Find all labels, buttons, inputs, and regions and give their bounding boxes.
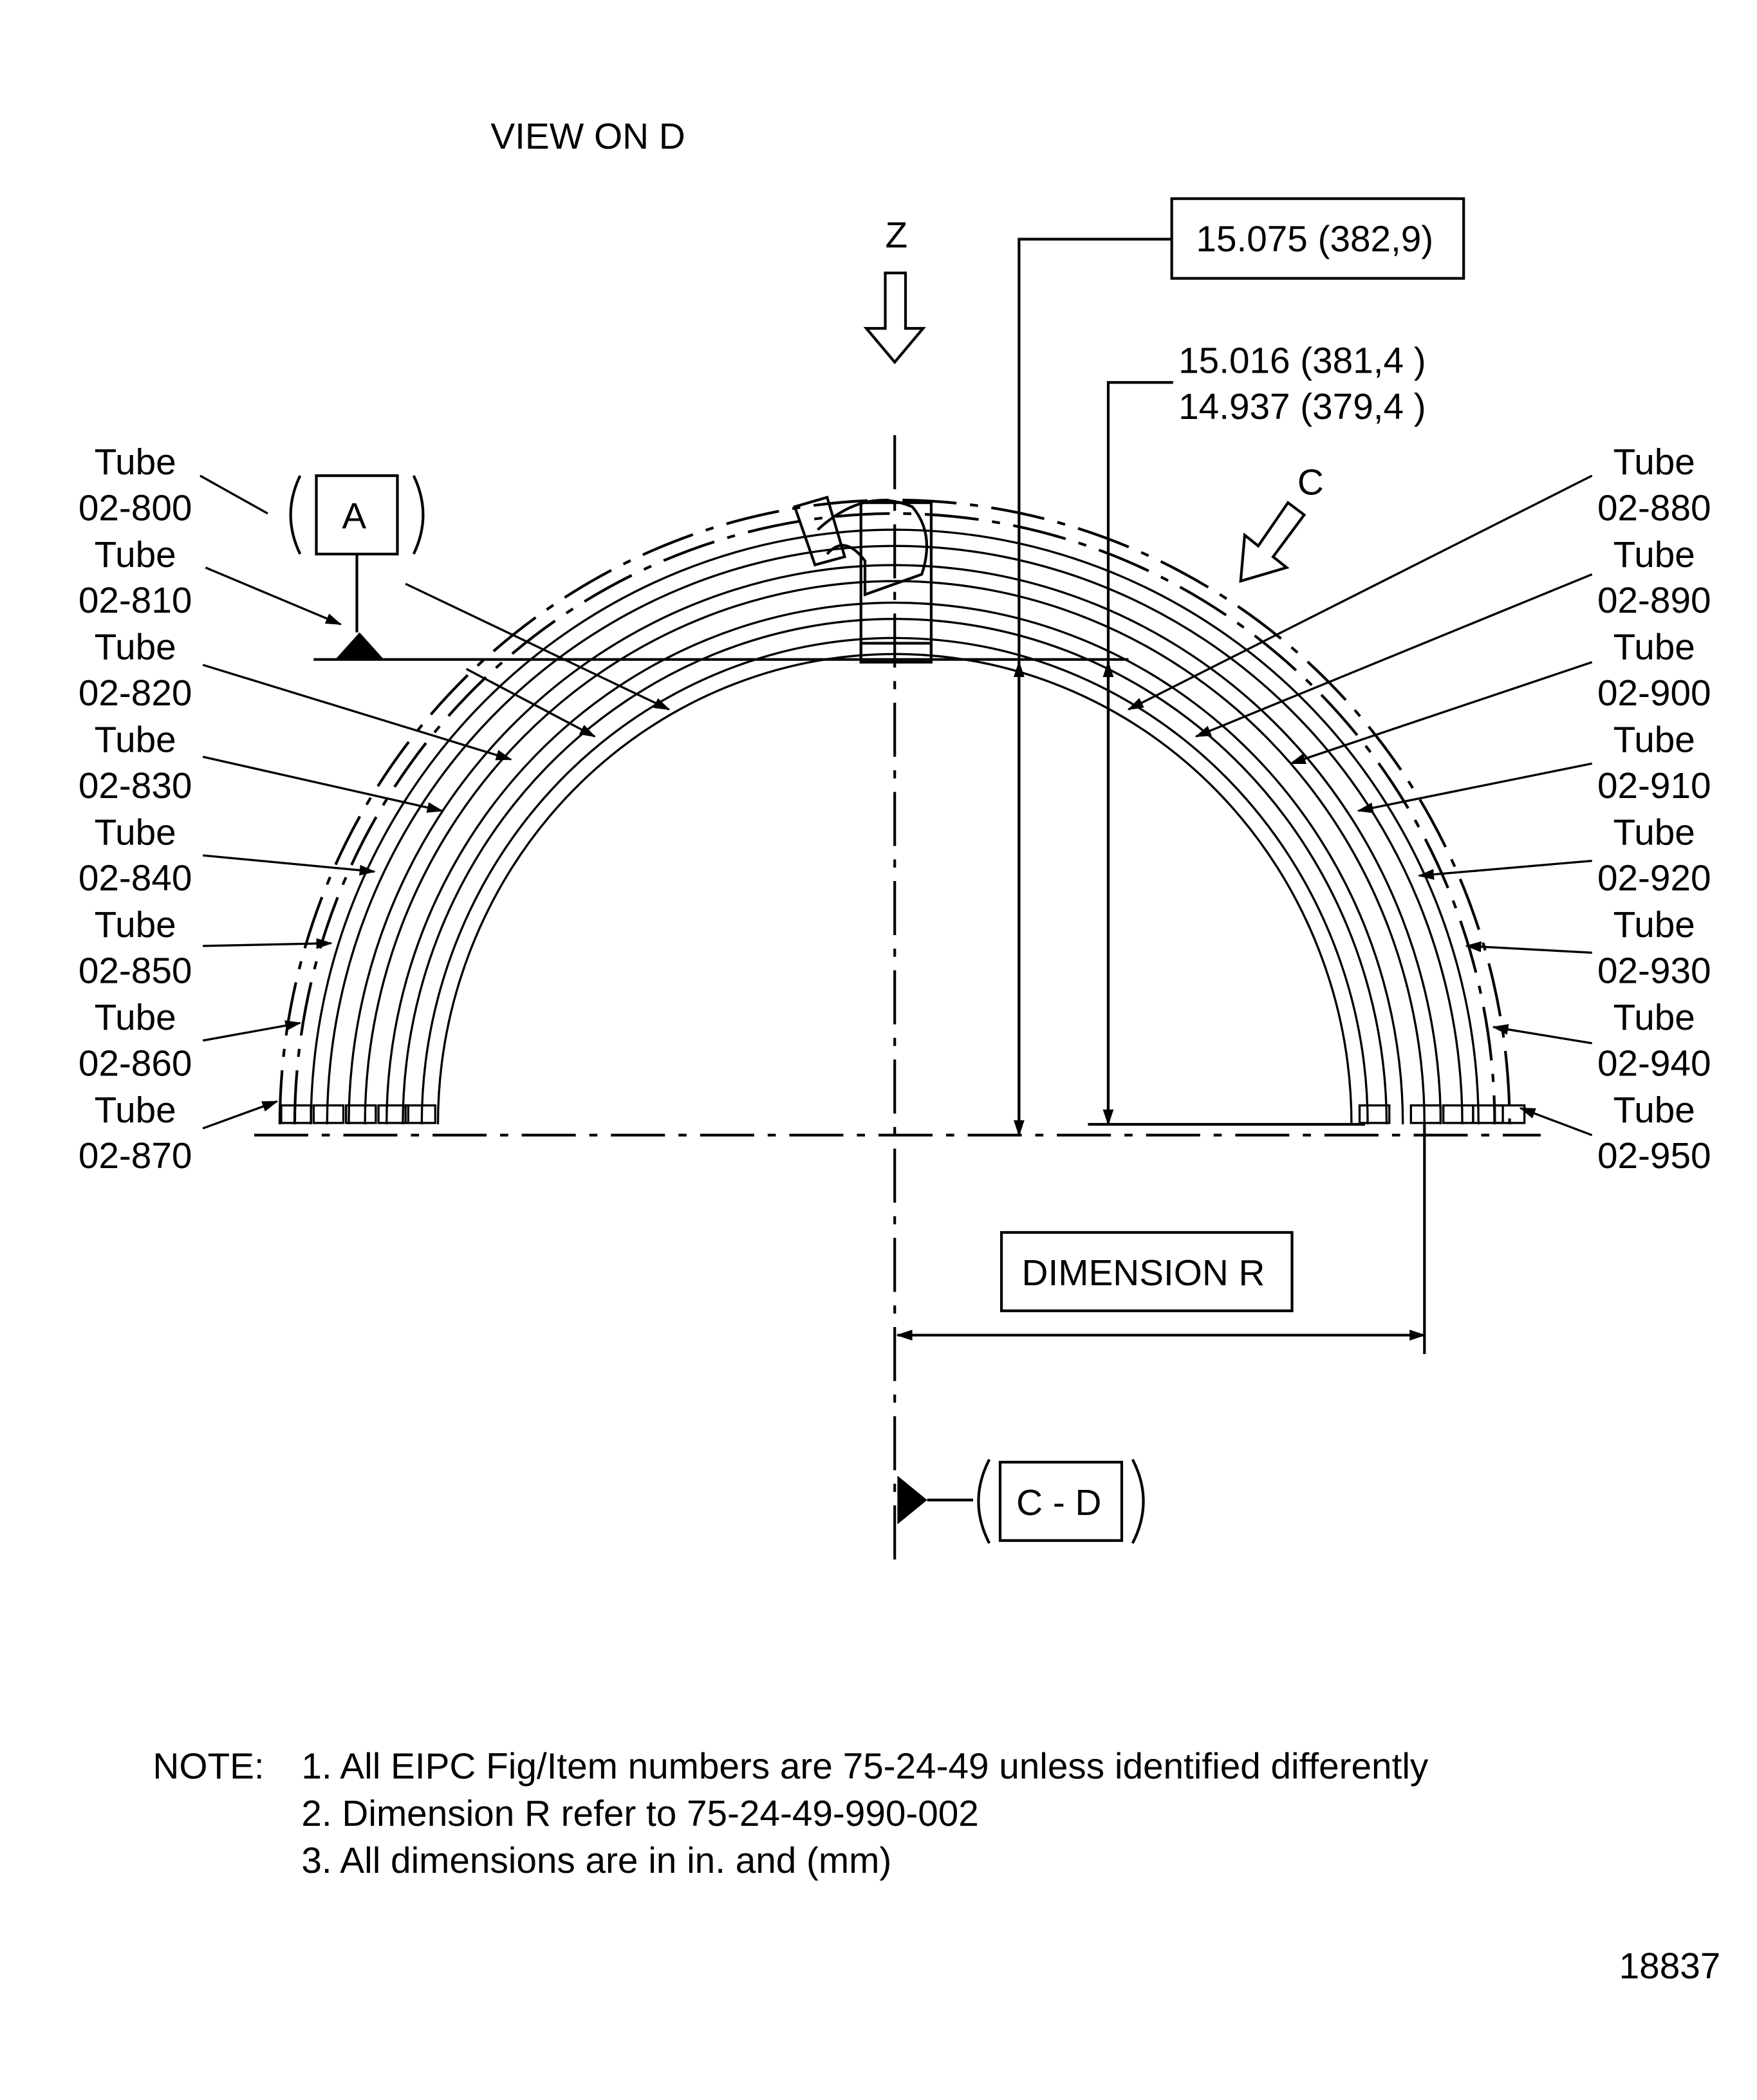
tube-label-word: Tube [1613,1090,1695,1131]
tube-label-word: Tube [95,720,176,761]
leader-arrow [1465,941,1592,954]
tube-label-word: Tube [95,442,176,483]
tube-label-number: 02-890 [1597,581,1711,621]
note-3: 3. All dimensions are in in. and (mm) [301,1841,891,1881]
tube-arc [420,637,1369,1124]
tube-label-number: 02-840 [79,859,192,899]
figure-number: 18837 [1619,1946,1721,1987]
leader-arrow [1519,1107,1593,1137]
tube-label-word: Tube [95,998,176,1038]
tube-label-word: Tube [1613,905,1695,945]
leader-arrow [202,854,376,876]
tube-end-fitting [280,1104,312,1124]
tube-label-number: 02-880 [1597,488,1711,528]
view-title: VIEW ON D [490,116,685,157]
tube-arc [364,580,1426,1124]
tube-label-word: Tube [1613,535,1695,575]
leader-arrow [202,664,512,761]
dimension-r: DIMENSION R [896,1124,1426,1354]
leader-arrow [1127,474,1593,711]
note-2: 2. Dimension R refer to 75-24-49-990-002 [301,1794,978,1834]
tube-label-word: Tube [1613,442,1695,483]
leader-arrow [405,582,671,711]
tube-end-fitting [1409,1104,1442,1124]
datum-c-d-label: C - D [1016,1483,1101,1523]
tube-end-fitting [312,1104,345,1124]
tube-label-word: Tube [95,905,176,945]
tube-arches [278,498,1526,1124]
leader-lines [200,474,1593,1137]
leader-arrow [1357,762,1592,813]
tube-label-word: Tube [1613,812,1695,853]
tube-label-number: 02-800 [79,488,192,528]
tube-label-number: 02-870 [79,1136,192,1176]
notes-heading: NOTE: [153,1746,264,1787]
tube-label-number: 02-950 [1597,1136,1711,1176]
tube-label-number: 02-900 [1597,673,1711,714]
dimension-r-label: DIMENSION R [1022,1253,1265,1294]
leader-arrow [203,938,333,949]
tube-label-number: 02-940 [1597,1043,1711,1084]
tube-label-number: 02-830 [79,766,192,806]
tube-label-word: Tube [95,535,176,575]
leader-arrow [1289,661,1593,765]
tube-end-fitting [1442,1104,1474,1124]
leader-arrow [205,566,342,626]
view-arrow-z-label: Z [885,215,907,256]
tube-arc [278,498,1511,1124]
tube-label-word: Tube [1613,720,1695,761]
tube-arc [436,653,1353,1124]
tube-label-word: Tube [95,1090,176,1131]
tube-label-word: Tube [1613,998,1695,1038]
tube-arc [348,564,1442,1124]
leader-arrow [202,1100,279,1129]
tube-label-number: 02-920 [1597,859,1711,899]
leader-arrow [1417,859,1592,880]
tube-label-number: 02-930 [1597,951,1711,992]
tube-end-fitting [345,1104,377,1124]
tube-label-number: 02-860 [79,1043,192,1084]
leader-arrow [202,1020,302,1042]
datum-c-d: C - D [897,1458,1145,1544]
view-arrow-c-label: C [1297,463,1324,503]
datum-a-label: A [342,496,366,537]
leader-arrow [465,667,596,738]
elbow-fitting [793,496,933,664]
tube-end-fitting [404,1104,436,1124]
tube-label-number: 02-910 [1597,766,1711,806]
left-tube-labels: Tube02-800Tube02-810Tube02-820Tube02-830… [79,442,192,1176]
view-arrow-z-icon [863,272,926,364]
tube-arc [293,512,1496,1124]
tube-label-number: 02-850 [79,951,192,992]
dimension-upper-line1: 15.016 (381,4 ) [1178,341,1426,382]
tube-arc [402,618,1388,1124]
tube-label-number: 02-810 [79,581,192,621]
view-arrow-c-icon [1239,501,1306,583]
tube-arc [310,528,1480,1124]
right-tube-labels: Tube02-880Tube02-890Tube02-900Tube02-910… [1597,442,1711,1176]
tube-end-fitting [377,1104,409,1124]
leader-arrow [1492,1024,1592,1045]
tube-end-fitting [1472,1104,1504,1124]
dimension-15-075: 15.075 (382,9) [1013,197,1465,1137]
tube-end-fitting [1358,1104,1391,1124]
leader-arrow [200,474,268,515]
tube-arc [386,601,1404,1124]
tube-label-word: Tube [1613,627,1695,668]
note-1: 1. All EIPC Fig/Item numbers are 75-24-4… [301,1746,1429,1787]
tube-label-word: Tube [95,812,176,853]
dimension-outer-text: 15.075 (382,9) [1196,219,1433,260]
tube-label-number: 02-820 [79,673,192,714]
leader-arrow [1195,573,1593,738]
tube-label-word: Tube [95,627,176,668]
notes: NOTE: 1. All EIPC Fig/Item numbers are 7… [153,1746,1428,1881]
datum-a: A [289,474,1129,661]
dimension-upper-line2: 14.937 (379,4 ) [1178,387,1426,427]
dimension-15-016: 15.016 (381,4 ) 14.937 (379,4 ) [1088,341,1426,1126]
leader-arrow [202,756,443,813]
tube-arc [326,544,1464,1124]
